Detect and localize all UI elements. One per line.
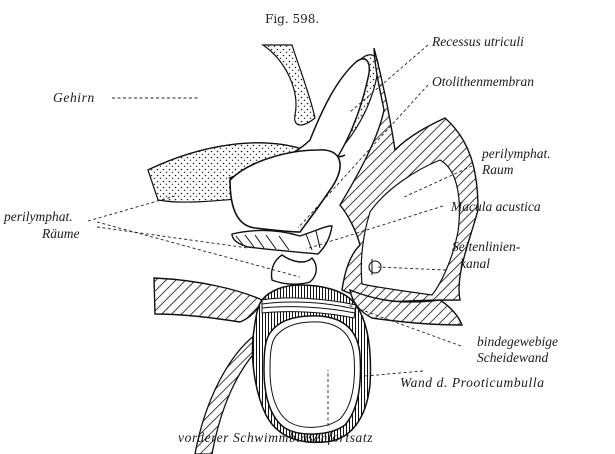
hatched-bone-left — [154, 278, 262, 322]
label-perilymphat-raum-1: perilymphat. — [481, 146, 551, 161]
dotted-tissue-top — [263, 45, 315, 125]
label-perilymphat-raeume-1: perilymphat. — [3, 209, 73, 224]
figure-number: Fig. 598. — [265, 12, 319, 26]
label-perilymphat-raum-2: Raum — [481, 162, 514, 177]
label-gehirn: Gehirn — [53, 90, 95, 105]
label-otolithenmembran: Otolithenmembran — [432, 74, 534, 89]
label-recessus-utriculi: Recessus utriculi — [431, 34, 524, 49]
label-seitenlinienkanal-2: kanal — [460, 256, 490, 271]
sac-neck — [271, 255, 316, 284]
label-bindegewebige-1: bindegewebige — [477, 334, 558, 349]
label-macula-acustica: Macula acustica — [450, 199, 541, 214]
label-perilymphat-raeume-2: Räume — [41, 226, 80, 241]
leader-perilymph-raeume-3 — [97, 227, 248, 248]
label-wand-prooticumbulla: Wand d. Prooticumbulla — [400, 375, 545, 390]
label-bindegewebige-2: Scheidewand — [477, 350, 548, 365]
label-seitenlinienkanal-1: Seitenlinien- — [452, 239, 521, 254]
label-schwimmblasenfortsatz: vorderer Schwimmblasenfortsatz — [178, 430, 373, 445]
